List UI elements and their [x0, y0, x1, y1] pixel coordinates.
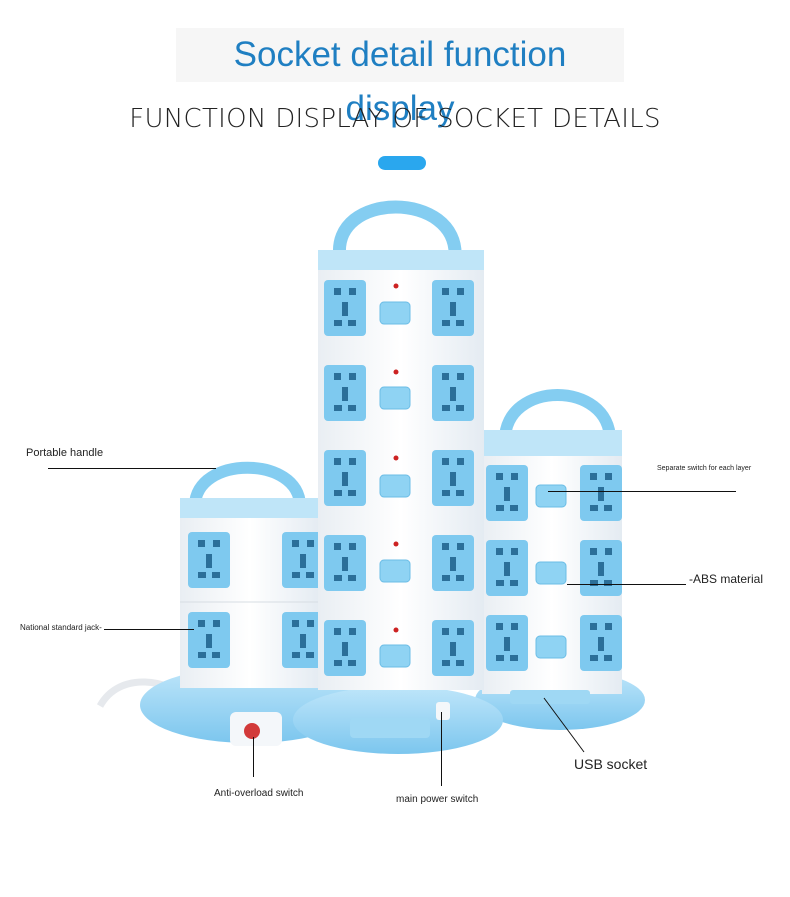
callout-main-power: main power switch [396, 794, 479, 805]
callout-line-switch [548, 491, 736, 492]
callout-line-handle [48, 468, 216, 469]
left-tower [140, 461, 360, 746]
callout-separate-switch: Separate switch for each layer [657, 465, 752, 472]
callout-anti-overload: Anti-overload switch [214, 788, 304, 799]
callout-line-jack [104, 629, 194, 630]
callout-abs-material: -ABS material [689, 572, 764, 586]
page-title: Socket detail function display [176, 28, 624, 128]
page-subtitle: FUNCTION DISPLAY OF SOCKET DETAILS [129, 104, 661, 134]
right-tower [475, 389, 645, 730]
accent-pill [378, 156, 426, 170]
callout-line-abs [567, 584, 686, 585]
callout-national-jack: National standard jack- [20, 623, 102, 632]
callout-line-usb [543, 697, 585, 753]
center-tower [293, 200, 503, 754]
callout-line-main-power [441, 712, 442, 786]
callout-portable-handle: Portable handle [26, 447, 104, 459]
callout-usb-socket: USB socket [574, 756, 648, 772]
callout-line-anti-overload [253, 737, 254, 777]
